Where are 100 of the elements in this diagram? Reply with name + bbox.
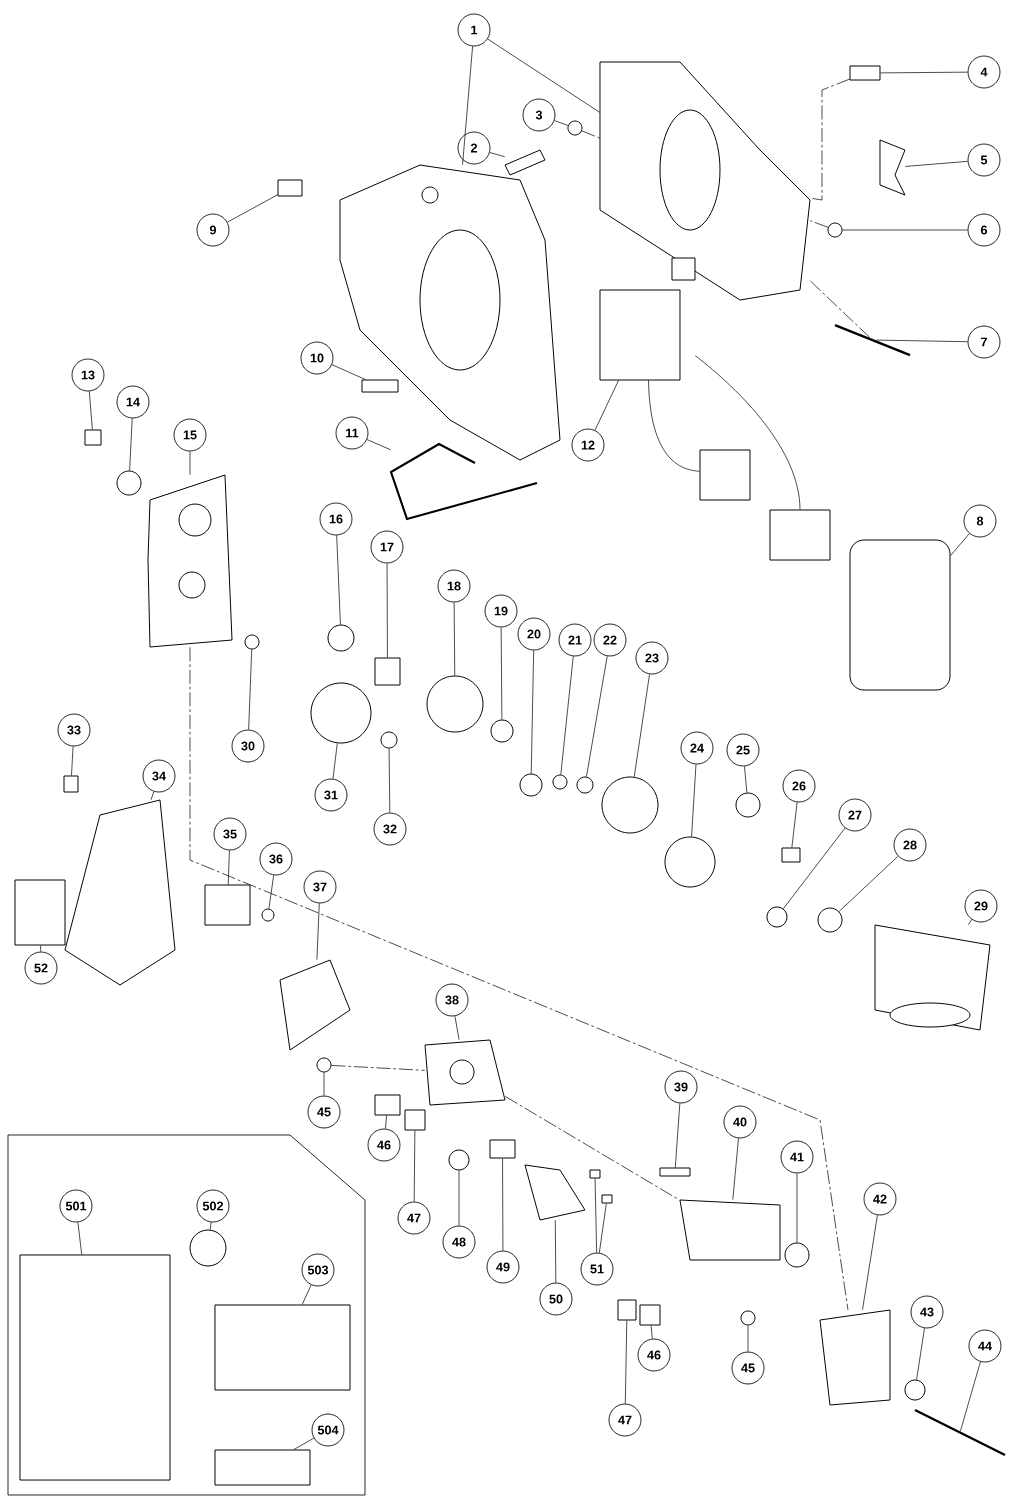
gear-housing [424, 1039, 506, 1106]
gear-plate [147, 474, 233, 648]
leader-line [366, 439, 392, 451]
gear [310, 682, 372, 744]
leader-line [487, 38, 601, 113]
callout-number: 14 [116, 385, 150, 419]
leader-line [500, 627, 503, 720]
leader-line [598, 1203, 607, 1254]
housing-half [599, 61, 811, 301]
washer [448, 1149, 470, 1171]
center-line [189, 646, 849, 1311]
center-line [331, 1065, 426, 1071]
callout-number: 18 [437, 569, 471, 603]
clip [404, 1109, 426, 1131]
screw [659, 1167, 691, 1177]
callout-number: 28 [893, 828, 927, 862]
pinion [374, 657, 401, 686]
callout-number: 1 [457, 13, 491, 47]
knob [189, 1229, 227, 1267]
battery [849, 539, 951, 691]
callout-number: 29 [964, 889, 998, 923]
leader-line [880, 71, 968, 74]
leader-line [862, 1214, 878, 1311]
callout-number: 39 [664, 1070, 698, 1104]
callout-number: 20 [517, 617, 551, 651]
washer [766, 906, 788, 928]
battery-cover [214, 1449, 311, 1486]
callout-number: 50 [539, 1282, 573, 1316]
carrying-case [19, 1254, 171, 1481]
spring [116, 470, 142, 496]
callout-number: 51 [580, 1252, 614, 1286]
screw [84, 429, 102, 446]
callout-number: 10 [300, 341, 334, 375]
leader-line [950, 533, 970, 557]
leader-line [650, 1325, 653, 1339]
bearing [490, 719, 514, 743]
circuit-board [699, 449, 751, 501]
center-line [581, 130, 601, 139]
gear [426, 675, 484, 733]
ring-gear [601, 776, 659, 834]
retaining-ring [380, 731, 398, 749]
hex-key [389, 442, 538, 521]
guide-block [679, 1199, 781, 1261]
leader-line [293, 1437, 315, 1450]
callout-number: 5 [967, 143, 1001, 177]
leader-line [323, 1072, 325, 1096]
leader-line [586, 655, 608, 777]
screw [316, 1057, 332, 1073]
leader-line [332, 742, 338, 780]
callout-number: 46 [367, 1128, 401, 1162]
callout-number: 52 [24, 951, 58, 985]
callout-number: 503 [301, 1253, 335, 1287]
leader-line [838, 855, 899, 912]
leader-line [268, 874, 275, 909]
bearing [519, 773, 543, 797]
callout-number: 25 [726, 733, 760, 767]
hex-key [834, 323, 911, 357]
callout-number: 38 [435, 983, 469, 1017]
callout-number: 46 [637, 1338, 671, 1372]
washer [904, 1379, 926, 1401]
callout-number: 47 [397, 1201, 431, 1235]
center-line [809, 280, 870, 338]
callout-number: 3 [522, 98, 556, 132]
wire [694, 355, 801, 510]
leader-line [967, 919, 973, 926]
callout-number: 13 [71, 358, 105, 392]
gear-carrier [664, 836, 716, 888]
leader-line [331, 364, 366, 380]
callout-number: 40 [723, 1105, 757, 1139]
leader-line [489, 152, 506, 158]
callout-number: 501 [59, 1189, 93, 1223]
callout-number: 504 [311, 1413, 345, 1447]
callout-number: 16 [319, 502, 353, 536]
leader-line [791, 802, 798, 848]
callout-number: 15 [173, 418, 207, 452]
terminal-block [769, 509, 831, 561]
callout-number: 7 [967, 325, 1001, 359]
leader-line [530, 650, 534, 774]
leader-line [796, 1173, 798, 1243]
spring [567, 120, 583, 136]
leader-line [458, 1170, 460, 1226]
leader-line [732, 1138, 739, 1201]
leader-line [747, 1325, 749, 1352]
leader-line [227, 850, 230, 885]
leader-line [960, 1361, 981, 1432]
label-sticker [14, 879, 66, 946]
callout-number: 8 [963, 504, 997, 538]
screw [63, 775, 79, 793]
center-line [809, 220, 829, 228]
leader-line [301, 1284, 312, 1305]
callout-number: 45 [307, 1095, 341, 1129]
key [589, 1169, 601, 1179]
washer [817, 907, 843, 933]
bearing [327, 624, 355, 652]
pin [504, 149, 546, 176]
callout-number: 6 [967, 213, 1001, 247]
callout-number: 9 [196, 213, 230, 247]
cam [524, 1164, 586, 1221]
leader-line [462, 46, 473, 166]
leader-line [40, 945, 42, 952]
